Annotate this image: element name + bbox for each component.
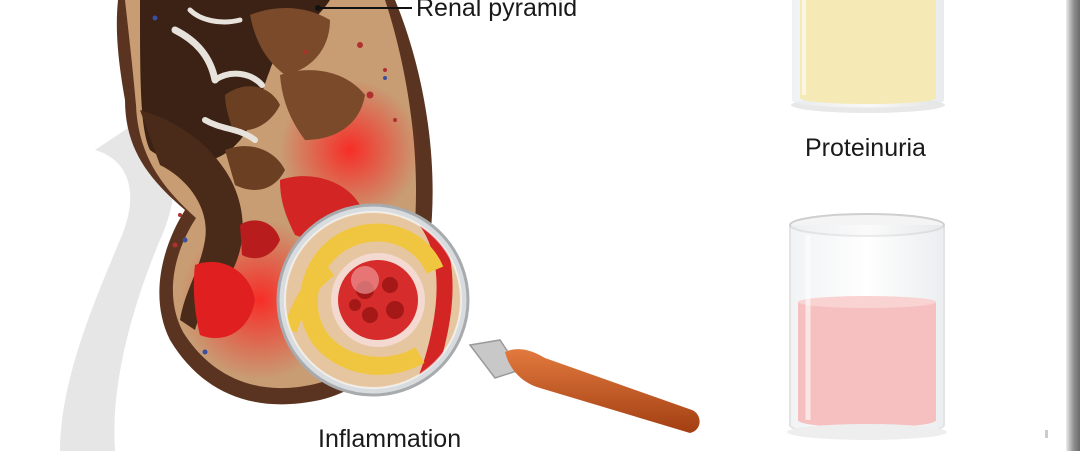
label-renal-pyramid: Renal pyramid xyxy=(416,0,578,22)
renal-pyramid xyxy=(250,8,330,75)
cortex-speckles-blue xyxy=(152,15,387,355)
renal-pyramid xyxy=(225,86,280,131)
magnifier-glass-shine xyxy=(284,211,462,389)
frame-edge xyxy=(1066,0,1080,451)
label-inflammation: Inflammation xyxy=(318,425,462,451)
magnifier-handle xyxy=(468,339,700,433)
beaker-normal-urine xyxy=(791,0,945,113)
vessel xyxy=(171,26,219,84)
renal-pyramid-leader-dot xyxy=(315,5,321,11)
cortex-speckles xyxy=(172,42,397,248)
renal-pyramid xyxy=(225,146,285,190)
beaker-proteinuria xyxy=(787,213,947,440)
magnified-glomerulus xyxy=(285,212,461,388)
label-proteinuria: Proteinuria xyxy=(805,134,926,162)
vessel xyxy=(202,117,258,143)
mark xyxy=(1045,430,1048,438)
renal-pyramid-inflamed xyxy=(193,261,255,339)
renal-pyramid-inflamed xyxy=(240,220,280,259)
vessel xyxy=(187,7,243,25)
renal-pyramid xyxy=(280,70,365,140)
ureter xyxy=(60,120,174,451)
vessel xyxy=(212,70,265,88)
